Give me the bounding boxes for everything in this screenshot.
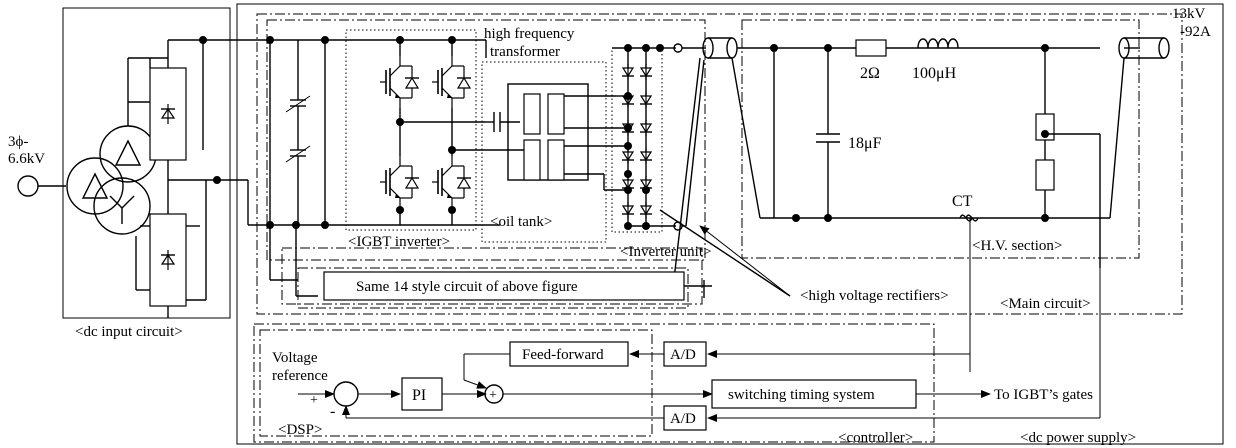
minus-sign: - (330, 403, 335, 420)
output-capacitor-icon (816, 48, 840, 218)
plus-sign: + (310, 393, 318, 408)
inverter-stack-frame (281, 247, 703, 305)
ad-bottom-label: A/D (670, 411, 696, 427)
igbt-switch-icon (431, 155, 472, 209)
three-winding-transformer-icon (66, 125, 157, 235)
hf-transformer-label-1: high frequency (484, 26, 575, 42)
dc-input-circuit: <dc input circuit> 3ϕ- 6.6kV (8, 7, 270, 340)
input-voltage-value: 6.6kV (8, 151, 45, 167)
same-circuit-box (323, 271, 685, 301)
igbt-switch-icon (379, 55, 420, 109)
to-igbt-label: To IGBT’s gates (994, 387, 1093, 403)
main-circuit-frame (256, 13, 1183, 315)
lower-inverter-unit-frame (297, 267, 689, 309)
pi-label: PI (412, 387, 426, 404)
current-transformer-icon: CT (952, 193, 979, 372)
voltage-reference-label-1: Voltage (272, 350, 318, 366)
inverter-unit-frame (266, 19, 706, 261)
same-circuit-label: Same 14 style circuit of above figure (356, 279, 578, 295)
igbt-inverter-label: <IGBT inverter> (348, 234, 450, 250)
dc-input-circuit-label: <dc input circuit> (75, 324, 183, 340)
hf-transformer-label-2: transformer (490, 44, 560, 60)
dc-link-capacitor-icon (285, 40, 311, 225)
ad-top-label: A/D (670, 347, 696, 363)
controller-label: <controller> (838, 430, 913, 446)
oil-tank-label: <oil tank> (490, 214, 552, 230)
controller: <controller> <DSP> Voltage reference + -… (253, 268, 1101, 446)
voltage-reference-label-2: reference (272, 368, 328, 384)
hv-section-frame (741, 19, 1140, 259)
inverter-unit-label: <Inverter unit> (620, 244, 711, 260)
hv-section-label: <H.V. section> (972, 238, 1062, 254)
hv-cable-connector-icon (671, 37, 1100, 297)
main-circuit-label: <Main circuit> (1000, 296, 1091, 312)
output-connector-icon (1118, 37, 1170, 59)
pi-controller-block (401, 377, 443, 411)
igbt-switch-icon (431, 55, 472, 109)
damping-resistor-icon (855, 39, 887, 57)
divider-resistor-bottom-icon (1035, 159, 1055, 191)
inductor-value-label: 100μH (912, 65, 957, 82)
oil-tank: <oil tank> high frequency transformer (481, 26, 616, 243)
hf-transformer-icon (500, 83, 616, 181)
resistor-value-label: 2Ω (860, 65, 880, 82)
switching-timing-block (711, 379, 917, 409)
switching-timing-label: switching timing system (728, 387, 875, 403)
error-summing-junction-icon (333, 381, 359, 407)
svg-text:+: + (489, 388, 497, 403)
igbt-switch-icon (379, 155, 420, 209)
dc-power-supply-frame (236, 3, 1224, 445)
hv-rectifier-diodes (621, 63, 653, 219)
dc-power-supply-label: <dc power supply> (1020, 430, 1136, 446)
igbt-inverter: <IGBT inverter> (266, 29, 500, 297)
output-inductor-icon (917, 38, 959, 49)
hv-section: 18μF 2Ω 100μH CT <H.V. section> (760, 38, 1140, 372)
input-voltage-label: 3ϕ- (8, 134, 28, 150)
dsp-label: <DSP> (278, 422, 322, 438)
ct-label: CT (952, 193, 973, 210)
output-voltage-label: 13kV (1172, 6, 1206, 22)
capacitor-value-label: 18μF (848, 135, 882, 152)
feed-forward-block (509, 341, 629, 367)
feed-forward-label: Feed-forward (522, 347, 604, 363)
ad-converter-bottom (663, 405, 707, 431)
input-terminal-icon (17, 175, 39, 197)
output-current-label: -92A (1180, 24, 1211, 40)
hv-rectifiers-label: <high voltage rectifiers> (800, 288, 949, 304)
inverter-unit: <Inverter unit> (586, 43, 711, 260)
series-capacitor-icon (486, 112, 520, 132)
